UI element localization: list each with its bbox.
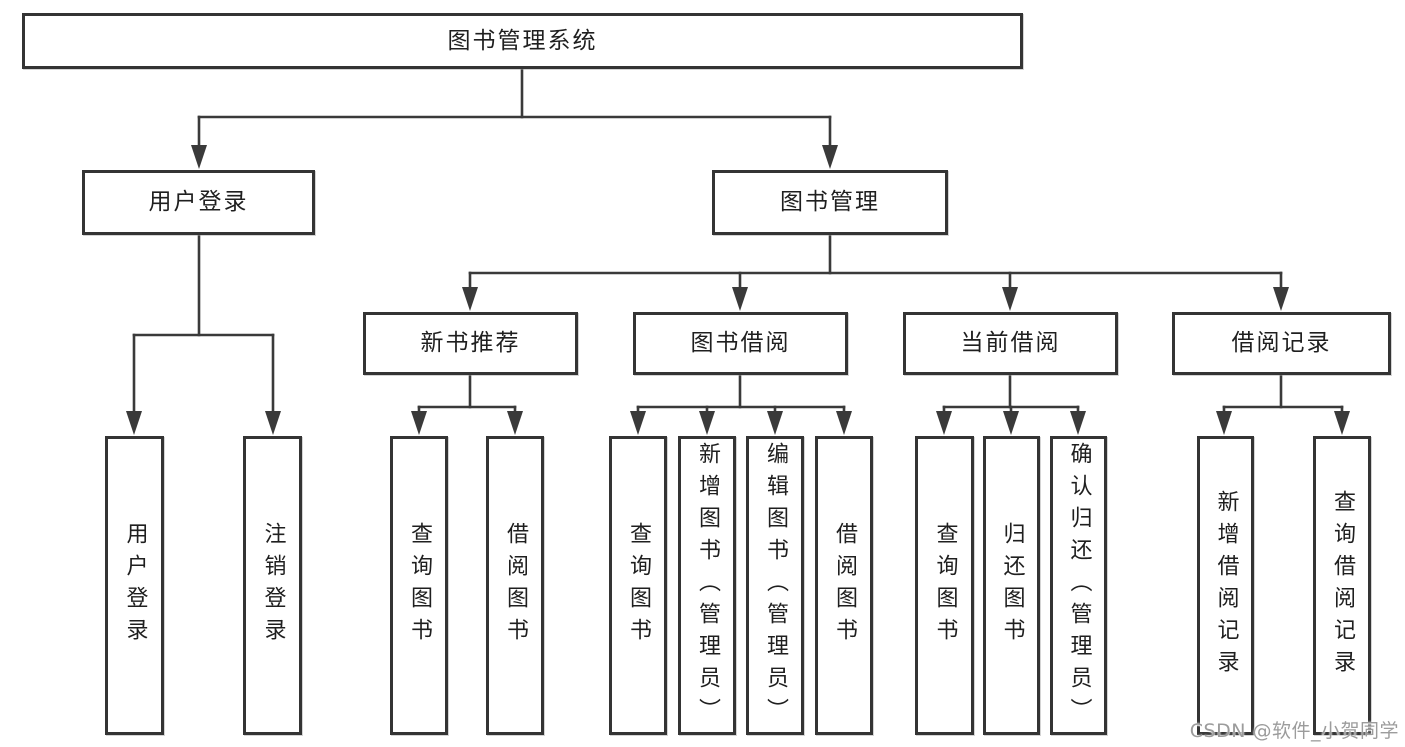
leaf-bb-borrow-books-label: 借阅图书 <box>832 521 857 650</box>
leaf-cb-confirm-return-admin: 确认归还（管理员） <box>1050 436 1107 735</box>
leaf-nbr-query-books: 查询图书 <box>390 436 448 735</box>
leaf-bb-query-books: 查询图书 <box>609 436 667 735</box>
leaf-cb-query-books-label: 查询图书 <box>932 521 958 650</box>
node-borrowing-records: 借阅记录 <box>1172 312 1391 375</box>
leaf-br-query-record-label: 查询借阅记录 <box>1330 489 1355 682</box>
csdn-watermark: CSDN @软件_小贺同学 <box>1189 720 1399 742</box>
leaf-br-query-record: 查询借阅记录 <box>1313 436 1371 735</box>
leaf-nbr-borrow-books-label: 借阅图书 <box>503 521 528 650</box>
arrowheads <box>126 145 1350 435</box>
leaf-user-login-label: 用户登录 <box>122 521 148 650</box>
leaf-nbr-borrow-books: 借阅图书 <box>486 436 544 735</box>
node-library-system: 图书管理系统 <box>22 13 1023 69</box>
leaf-logout: 注销登录 <box>243 436 302 735</box>
leaf-cb-return-books: 归还图书 <box>983 436 1040 735</box>
leaf-logout-label: 注销登录 <box>260 521 286 650</box>
node-book-management: 图书管理 <box>712 170 948 235</box>
leaf-bb-edit-books-admin-label: 编辑图书（管理员） <box>763 441 788 730</box>
node-book-borrowing: 图书借阅 <box>633 312 848 375</box>
leaf-cb-query-books: 查询图书 <box>915 436 974 735</box>
leaf-br-add-record: 新增借阅记录 <box>1197 436 1254 735</box>
node-user-login: 用户登录 <box>82 170 315 235</box>
leaf-bb-query-books-label: 查询图书 <box>626 521 651 650</box>
leaf-br-add-record-label: 新增借阅记录 <box>1213 489 1239 682</box>
node-current-borrowing: 当前借阅 <box>903 312 1118 375</box>
leaf-nbr-query-books-label: 查询图书 <box>407 521 432 650</box>
leaf-bb-borrow-books: 借阅图书 <box>815 436 873 735</box>
node-new-book-recommend: 新书推荐 <box>363 312 578 375</box>
leaf-cb-return-books-label: 归还图书 <box>999 521 1025 650</box>
leaf-bb-add-books-admin-label: 新增图书（管理员） <box>695 441 720 730</box>
leaf-bb-add-books-admin: 新增图书（管理员） <box>678 436 736 735</box>
leaf-user-login: 用户登录 <box>105 436 164 735</box>
leaf-bb-edit-books-admin: 编辑图书（管理员） <box>746 436 804 735</box>
leaf-cb-confirm-return-admin-label: 确认归还（管理员） <box>1066 441 1092 730</box>
